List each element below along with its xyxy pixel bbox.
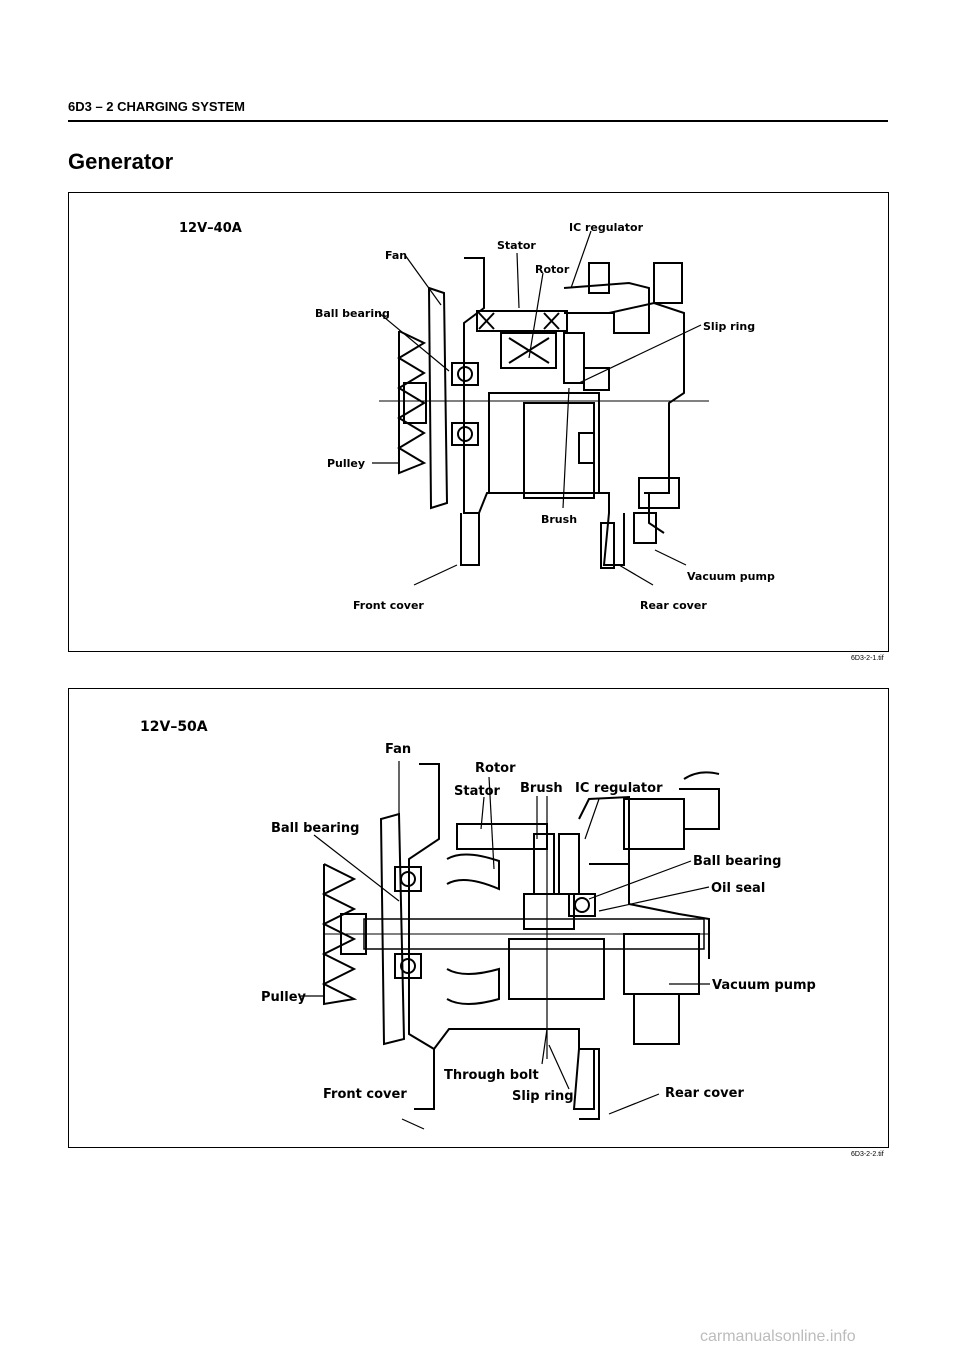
ball-bearing-left-label: Ball bearing [271, 821, 359, 836]
figure-2-reference: 6D3-2-2.tif [851, 1151, 884, 1158]
figure-1-reference: 6D3-2-1.tif [851, 655, 884, 662]
fan-label: Fan [385, 742, 411, 757]
pulley-label: Pulley [261, 990, 307, 1005]
rotor-label: Rotor [535, 263, 570, 276]
slip-ring-label: Slip ring [512, 1089, 574, 1104]
section-title: Generator [68, 149, 174, 174]
fan-label: Fan [385, 249, 407, 262]
oil-seal-label: Oil seal [711, 881, 765, 896]
page-header-title: 6D3 – 2 CHARGING SYSTEM [68, 99, 245, 114]
front-cover-label: Front cover [353, 599, 424, 612]
through-bolt-label: Through bolt [444, 1068, 539, 1083]
ball-bearing-right-label: Ball bearing [693, 854, 781, 869]
front-cover-label: Front cover [323, 1087, 407, 1102]
generator-50a-diagram: 12V–50A Fan Rotor Stator Brush IC regula… [140, 719, 816, 1130]
model-label: 12V–50A [140, 719, 208, 735]
slip-ring-label: Slip ring [703, 320, 755, 333]
stator-label: Stator [454, 784, 500, 799]
vacuum-pump-label: Vacuum pump [712, 978, 816, 993]
rear-cover-label: Rear cover [640, 599, 707, 612]
ball-bearing-label: Ball bearing [315, 307, 390, 320]
generator-40a-figure: 12V–40A IC regulator Stator Fan Rotor Ba… [68, 192, 889, 652]
model-label: 12V–40A [179, 221, 242, 236]
stator-label: Stator [497, 239, 536, 252]
brush-label: Brush [541, 513, 577, 526]
vacuum-pump-label: Vacuum pump [687, 570, 775, 583]
header-rule [68, 120, 888, 122]
ic-regulator-label: IC regulator [575, 781, 663, 796]
brush-label: Brush [520, 781, 563, 796]
rotor-label: Rotor [475, 761, 516, 776]
generator-50a-figure: 12V–50A Fan Rotor Stator Brush IC regula… [68, 688, 889, 1148]
rear-cover-label: Rear cover [665, 1086, 744, 1101]
watermark-text: carmanualsonline.info [700, 1328, 856, 1345]
pulley-label: Pulley [327, 457, 365, 470]
generator-40a-diagram: 12V–40A IC regulator Stator Fan Rotor Ba… [179, 221, 775, 612]
ic-regulator-label: IC regulator [569, 221, 644, 234]
